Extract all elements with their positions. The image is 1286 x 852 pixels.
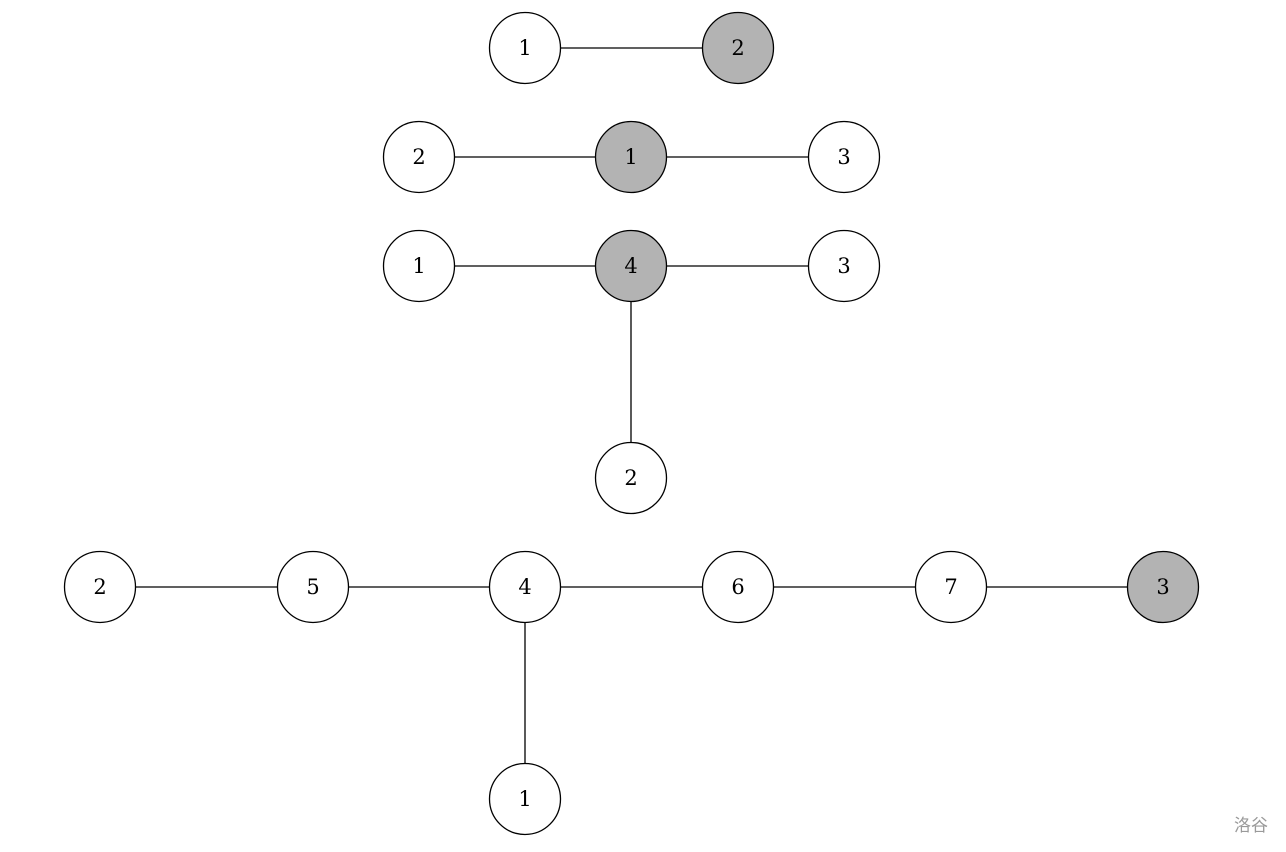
node-label: 1 bbox=[624, 145, 637, 169]
highlighted-node-4: 4 bbox=[594, 229, 668, 303]
node-2: 2 bbox=[594, 441, 668, 515]
node-label: 1 bbox=[518, 787, 531, 811]
node-circle bbox=[807, 229, 881, 303]
tree-4: 2 5 4 6 7 3 1 bbox=[63, 550, 1200, 836]
node-label: 1 bbox=[412, 254, 425, 278]
node-label: 3 bbox=[837, 254, 850, 278]
node-label: 2 bbox=[624, 466, 637, 490]
highlighted-node-3: 3 bbox=[1126, 550, 1200, 624]
node-label: 4 bbox=[518, 575, 531, 599]
node-circle bbox=[594, 229, 668, 303]
node-label: 2 bbox=[731, 36, 744, 60]
node-circle bbox=[701, 11, 775, 85]
node-1: 1 bbox=[382, 229, 456, 303]
node-circle bbox=[594, 120, 668, 194]
node-4: 4 bbox=[488, 550, 562, 624]
node-label: 1 bbox=[518, 36, 531, 60]
node-circle bbox=[488, 11, 562, 85]
node-label: 6 bbox=[731, 575, 744, 599]
highlighted-node-2: 2 bbox=[701, 11, 775, 85]
node-label: 3 bbox=[837, 145, 850, 169]
node-label: 5 bbox=[306, 575, 319, 599]
node-3: 3 bbox=[807, 229, 881, 303]
watermark-text: 洛谷 bbox=[1234, 816, 1268, 836]
node-circle bbox=[63, 550, 137, 624]
node-3: 3 bbox=[807, 120, 881, 194]
node-1: 1 bbox=[488, 11, 562, 85]
node-label: 7 bbox=[944, 575, 957, 599]
tree-3: 1 4 3 2 bbox=[382, 229, 881, 515]
node-2: 2 bbox=[63, 550, 137, 624]
node-circle bbox=[1126, 550, 1200, 624]
node-circle bbox=[488, 550, 562, 624]
node-label: 2 bbox=[412, 145, 425, 169]
node-label: 3 bbox=[1156, 575, 1169, 599]
node-7: 7 bbox=[914, 550, 988, 624]
node-circle bbox=[382, 229, 456, 303]
node-circle bbox=[701, 550, 775, 624]
node-circle bbox=[382, 120, 456, 194]
node-circle bbox=[488, 762, 562, 836]
node-1: 1 bbox=[488, 762, 562, 836]
node-5: 5 bbox=[276, 550, 350, 624]
node-circle bbox=[276, 550, 350, 624]
node-label: 4 bbox=[624, 254, 637, 278]
node-2: 2 bbox=[382, 120, 456, 194]
node-label: 2 bbox=[93, 575, 106, 599]
highlighted-node-1: 1 bbox=[594, 120, 668, 194]
tree-2: 2 1 3 bbox=[382, 120, 881, 194]
node-circle bbox=[914, 550, 988, 624]
node-6: 6 bbox=[701, 550, 775, 624]
node-circle bbox=[807, 120, 881, 194]
node-circle bbox=[594, 441, 668, 515]
